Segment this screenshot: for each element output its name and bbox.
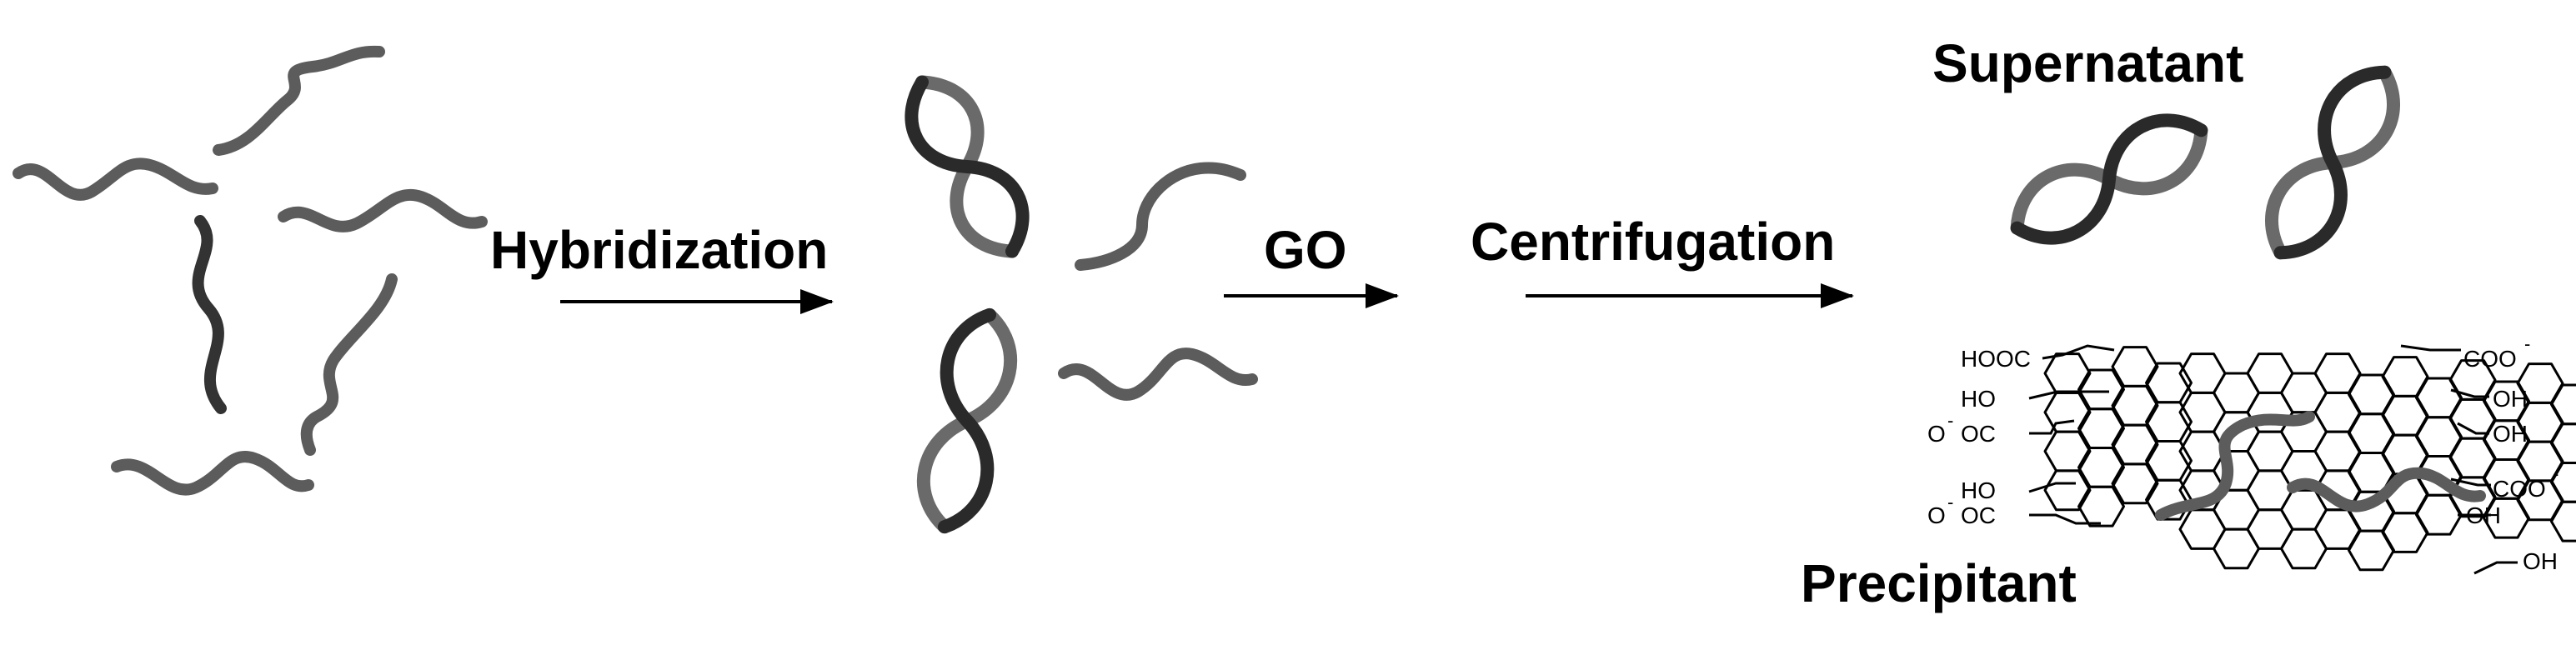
go-group-o-2-charge: - [1947,492,1953,512]
go-group-coo-mid-charge: - [2553,463,2558,484]
adsorbed-ssdna-group [2155,411,2486,521]
go-group-oc-2: OC [1961,502,1996,528]
step-label-hybridization: Hybridization [490,220,828,280]
go-hexagon-cell [2550,383,2576,426]
go-hexagon-cell [2550,500,2576,542]
go-group-coo-top: COO [2463,346,2517,372]
go-hexagon-cell [2381,512,2429,553]
ssdna-strand [300,273,398,456]
go-hexagon-cell [2550,462,2576,503]
ssdna-strand [278,188,488,232]
dsdna-helix [905,75,1030,258]
go-group-o-1-charge: - [1947,410,1953,431]
step-label-centrifugation: Centrifugation [1471,212,1835,272]
go-group-coo-mid: COO [2493,476,2546,502]
ssdna-strand [213,45,385,156]
go-group-ho-1: HO [1961,386,1996,412]
go-hexagon-cell [2348,529,2395,572]
go-group-ho-2: HO [1961,478,1996,503]
go-group-oh-1: OH [2493,386,2528,412]
go-hexagon-cell [2043,352,2092,394]
go-group-oh-3: OH [2466,502,2501,528]
go-hexagon-cell [2550,422,2576,464]
go-hexagon-cell [2145,478,2193,521]
go-group-oh-4: OH [2523,548,2558,574]
dsdna-helix [2265,65,2400,260]
ssdna-strand [1058,348,1258,401]
go-hexagon-cell [2111,462,2159,505]
adsorbed-ssdna-strand [2287,467,2486,512]
adsorbed-ssdna-strand [2155,411,2315,521]
graphene-oxide-sheet: HOOC COO - HO OH O - OC OH HO COO - O - … [1927,333,2576,575]
go-group-o-2: O [1927,502,1946,528]
single-strand-dna-group [13,45,488,496]
go-hexagon-cell [2415,493,2463,536]
ssdna-strand [111,451,314,496]
single-strand-dna-group [1058,162,1258,401]
go-group-oc-1: OC [1961,421,1996,447]
ssdna-strand [192,215,227,414]
step-label-go: GO [1264,220,1347,280]
ssdna-strand [13,158,218,201]
go-functional-group-bonds [2028,344,2518,575]
go-hexagon-cell [2111,346,2159,388]
dsdna-helix [917,308,1017,534]
go-hexagon-cell [2077,485,2125,528]
supernatant-label: Supernatant [1932,33,2243,93]
go-group-hooc: HOOC [1961,346,2031,372]
go-hexagon-lattice [2043,346,2576,572]
precipitant-label: Precipitant [1801,553,2077,613]
dsdna-helix [2010,113,2208,245]
go-group-o-1: O [1927,421,1946,447]
go-group-coo-top-charge: - [2524,333,2530,354]
go-group-oh-2: OH [2493,421,2528,447]
ssdna-strand [1075,162,1246,271]
go-hexagon-cell [2043,469,2092,512]
